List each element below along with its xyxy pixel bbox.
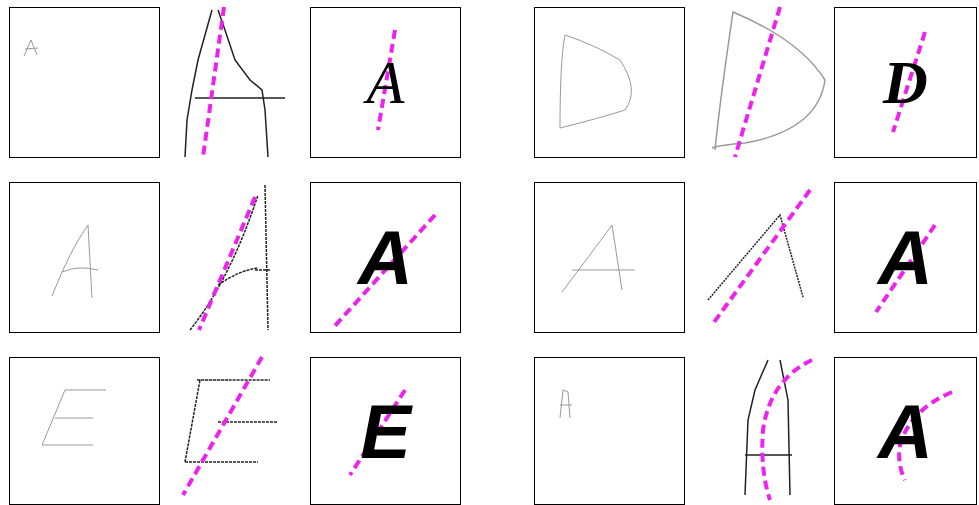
slant-axis — [203, 7, 224, 157]
sketch-a — [24, 40, 38, 56]
rendered-glyph: A — [358, 214, 413, 301]
glyph-frame: A — [834, 357, 977, 505]
zoomed-a — [190, 185, 270, 330]
input-frame — [10, 358, 160, 505]
input-frame — [10, 8, 160, 158]
sketch-a — [52, 225, 98, 298]
glyph-frame: D — [834, 7, 977, 158]
sketch-e — [42, 390, 106, 445]
raw-sketches — [24, 35, 635, 445]
glyph-frame: A — [834, 182, 977, 333]
glyph-frame: E — [310, 357, 461, 505]
rendered-glyph: A — [878, 214, 933, 301]
input-frame — [10, 183, 160, 333]
slant-axis — [735, 7, 780, 157]
zoomed-sketches — [185, 10, 825, 495]
slant-axis — [199, 197, 255, 330]
curved-axis — [762, 360, 812, 500]
input-frame — [535, 358, 685, 505]
input-frames — [10, 8, 685, 505]
glyph-frame: A — [310, 7, 461, 158]
rendered-glyph: E — [360, 388, 411, 475]
glyph-frame: A — [310, 182, 461, 333]
zoomed-d — [712, 12, 825, 150]
zoomed-e — [185, 380, 277, 462]
slant-axis — [183, 357, 262, 495]
sketch-a — [560, 390, 572, 418]
slant-axis — [333, 215, 435, 328]
rendered-glyph: A — [367, 47, 405, 118]
sketch-d — [560, 35, 631, 128]
input-frame — [535, 8, 685, 158]
zoomed-a — [708, 215, 803, 300]
rendered-glyph: A — [878, 388, 933, 475]
rendered-glyph: D — [883, 47, 928, 118]
axis-lines — [183, 7, 952, 500]
slant-axis — [712, 190, 810, 325]
zoomed-a — [185, 10, 285, 157]
sketch-a — [562, 225, 635, 292]
input-frame — [535, 183, 685, 333]
